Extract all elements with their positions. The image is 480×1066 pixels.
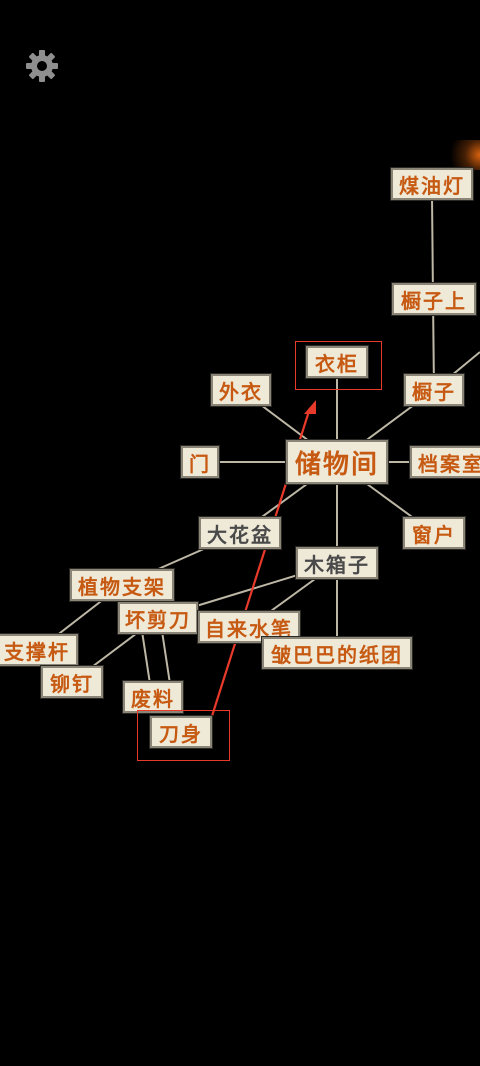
node-muxiangzi[interactable]: 木箱子 <box>296 547 378 579</box>
node-maoding[interactable]: 铆钉 <box>41 666 103 698</box>
highlight-box-yigui <box>295 341 382 390</box>
node-zhiwuzhijia[interactable]: 植物支架 <box>70 569 174 601</box>
node-waiyi[interactable]: 外衣 <box>211 374 271 406</box>
link-meiyoudeng-chuzishang <box>431 195 434 299</box>
node-danganshi[interactable]: 档案室 <box>410 446 480 478</box>
node-huaijiandao[interactable]: 坏剪刀 <box>118 602 198 634</box>
node-yigui[interactable]: 衣柜 <box>306 346 368 378</box>
node-meiyoudeng[interactable]: 煤油灯 <box>391 168 473 200</box>
node-zilaishuibi[interactable]: 自来水笔 <box>198 611 300 643</box>
node-zhichenggan[interactable]: 支撑杆 <box>0 634 78 666</box>
node-daoshen[interactable]: 刀身 <box>150 716 212 748</box>
gear-icon[interactable] <box>24 48 60 84</box>
node-chuwujian[interactable]: 储物间 <box>286 440 388 484</box>
node-dahuapen[interactable]: 大花盆 <box>199 517 281 549</box>
highlight-box-daoshen <box>137 710 230 761</box>
node-zhoubabadezhituan[interactable]: 皱巴巴的纸团 <box>262 637 412 669</box>
annotation-arrow-head <box>304 400 316 414</box>
node-chuzi[interactable]: 橱子 <box>404 374 464 406</box>
node-chuzishang[interactable]: 橱子上 <box>392 283 476 315</box>
node-men[interactable]: 门 <box>181 446 219 478</box>
node-chuanghu[interactable]: 窗户 <box>403 517 465 549</box>
light-glow <box>440 140 480 170</box>
node-feiliao[interactable]: 废料 <box>123 681 183 713</box>
